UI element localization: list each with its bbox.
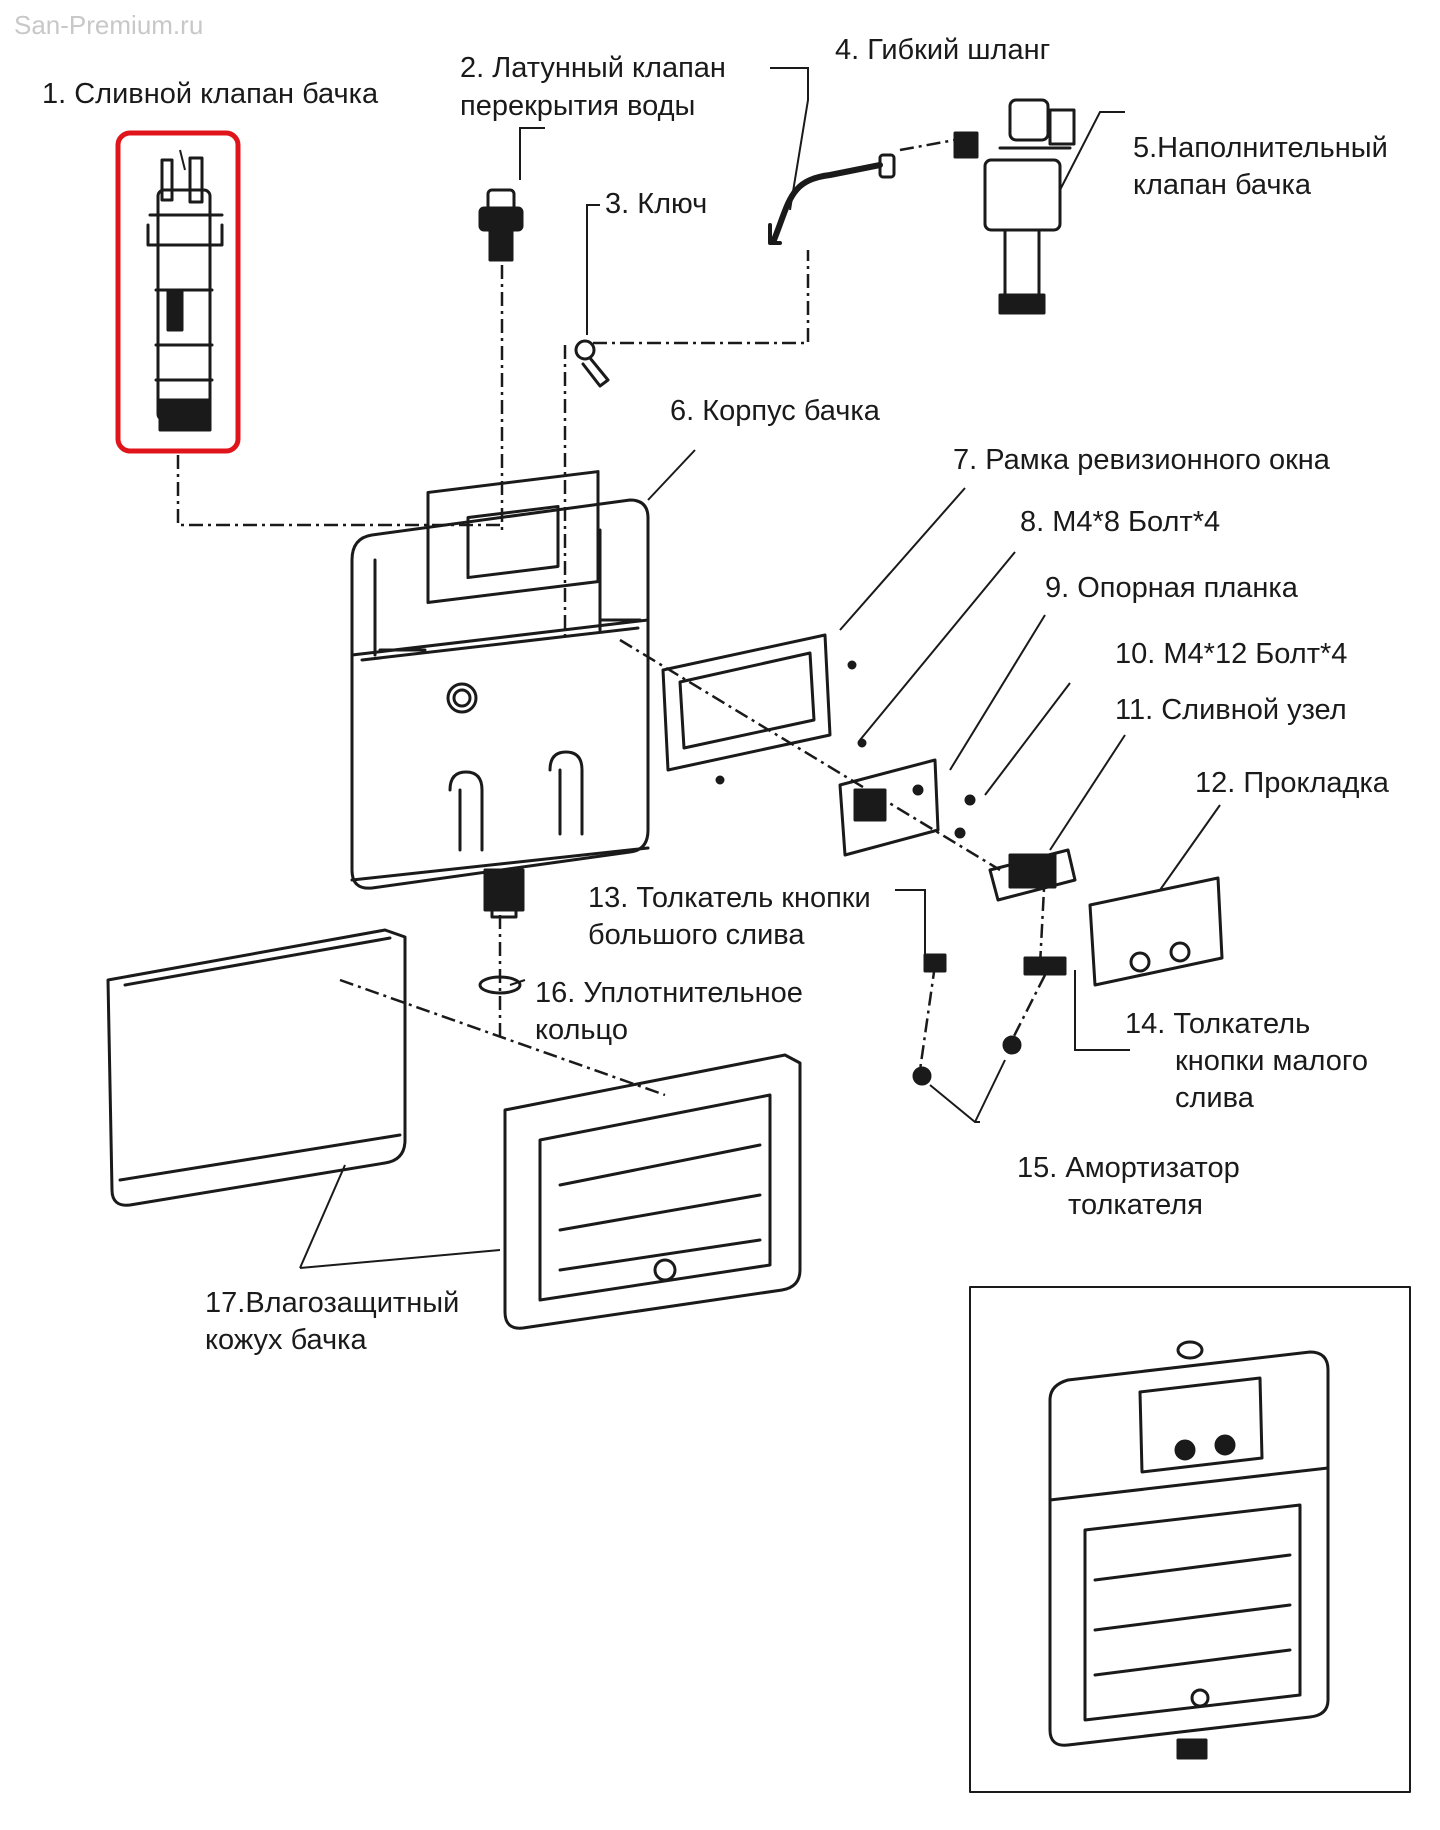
label-fill-valve-line1: 5.Наполнительный bbox=[1133, 132, 1388, 164]
protective-cover-back-part bbox=[106, 928, 407, 1207]
label-fill-valve-line2: клапан бачка bbox=[1133, 169, 1311, 201]
label-support-plate: 9. Опорная планка bbox=[1045, 572, 1298, 604]
label-bolt-m4x8: 8. М4*8 Болт*4 bbox=[1020, 506, 1221, 538]
label-large-flush-pusher-line2: большого слива bbox=[588, 919, 805, 951]
inspection-frame-part bbox=[661, 633, 867, 785]
pusher-parts bbox=[912, 953, 1067, 1086]
label-flush-valve: 1. Сливной клапан бачка bbox=[42, 78, 379, 110]
label-sealing-ring-line2: кольцо bbox=[535, 1014, 628, 1046]
label-bolt-m4x12: 10. М4*12 Болт*4 bbox=[1115, 638, 1348, 670]
fill-valve-part bbox=[953, 98, 1076, 315]
label-gasket: 12. Прокладка bbox=[1195, 767, 1389, 799]
label-brass-valve-line1: 2. Латунный клапан bbox=[460, 52, 726, 84]
label-small-flush-pusher-line1: 14. Толкатель bbox=[1125, 1008, 1311, 1040]
watermark: San-Premium.ru bbox=[14, 10, 204, 40]
label-large-flush-pusher-line1: 13. Толкатель кнопки bbox=[588, 882, 871, 914]
assembled-view-inset bbox=[969, 1286, 1411, 1793]
gasket-part bbox=[1088, 876, 1224, 987]
label-pusher-damper-line2: толкателя bbox=[1068, 1189, 1203, 1221]
key-part bbox=[574, 339, 610, 388]
brass-valve-part bbox=[478, 188, 524, 262]
support-plate-part bbox=[838, 758, 976, 857]
label-protective-cover-line2: кожух бачка bbox=[205, 1324, 367, 1356]
label-flexible-hose: 4. Гибкий шланг bbox=[835, 34, 1051, 66]
flexible-hose-part bbox=[768, 153, 896, 245]
label-pusher-damper-line1: 15. Амортизатор bbox=[1017, 1152, 1240, 1184]
label-key: 3. Ключ bbox=[605, 188, 708, 220]
assembly-lines bbox=[176, 138, 1047, 1097]
protective-cover-front-part bbox=[503, 1053, 802, 1330]
flush-valve-part bbox=[115, 130, 241, 454]
label-inspection-frame: 7. Рамка ревизионного окна bbox=[953, 444, 1330, 476]
flush-valve-highlight-box bbox=[115, 130, 241, 454]
label-small-flush-pusher-line2: кнопки малого bbox=[1175, 1045, 1368, 1077]
label-tank-body: 6. Корпус бачка bbox=[670, 395, 880, 427]
label-small-flush-pusher-line3: слива bbox=[1175, 1082, 1254, 1114]
label-brass-valve-line2: перекрытия воды bbox=[460, 90, 696, 122]
label-drain-unit: 11. Сливной узел bbox=[1115, 694, 1347, 726]
tank-body-part bbox=[350, 470, 650, 919]
drain-unit-part bbox=[988, 848, 1077, 902]
label-sealing-ring-line1: 16. Уплотнительное bbox=[535, 977, 803, 1009]
leader-lines bbox=[179, 67, 1221, 1269]
label-protective-cover-line1: 17.Влагозащитный bbox=[205, 1287, 460, 1319]
